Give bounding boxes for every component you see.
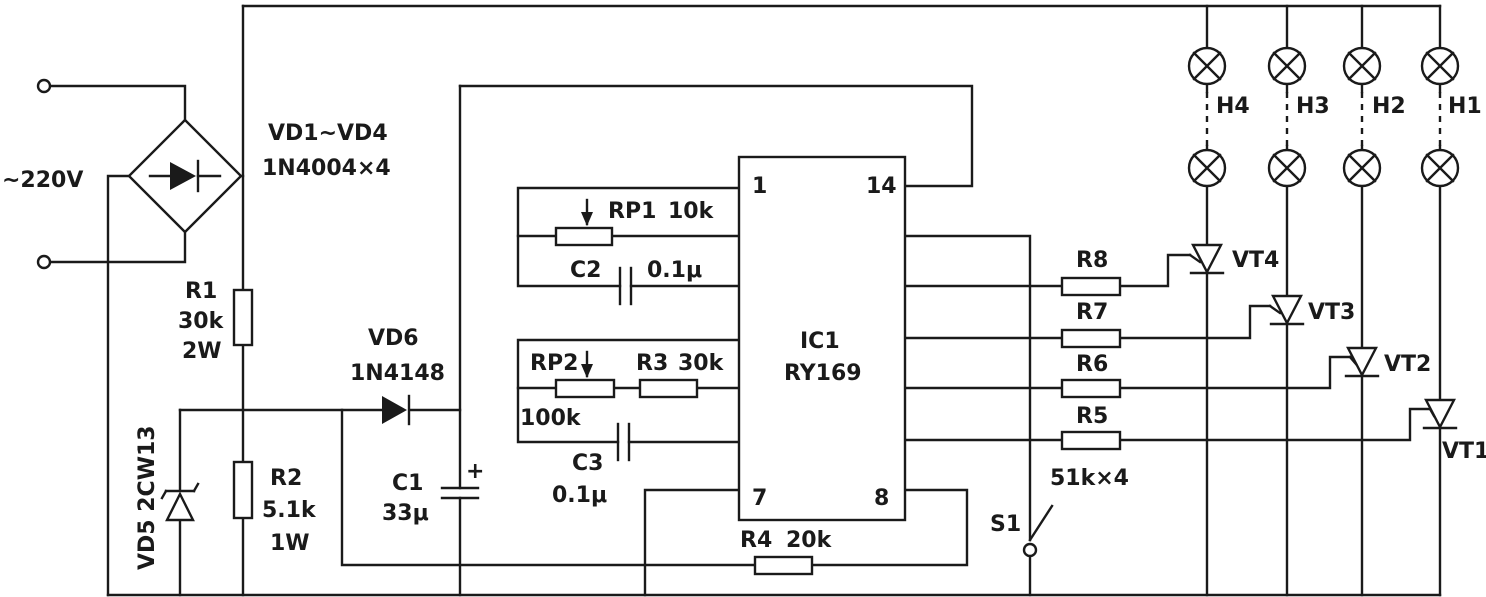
r5-resistor — [1060, 430, 1122, 451]
vd6-diode — [382, 394, 411, 426]
vt1-label: VT1 — [1442, 439, 1486, 464]
vt2-label: VT2 — [1384, 352, 1431, 377]
r8-label: R8 — [1076, 248, 1108, 273]
vd5-zener-diode — [160, 482, 200, 522]
vt3-thyristor — [1268, 294, 1305, 326]
bridge-part-label: 1N4004×4 — [262, 156, 391, 181]
resistor-value-label: 51k×4 — [1050, 466, 1129, 491]
bridge-rectifier — [127, 118, 243, 234]
r3-value-label: 30k — [678, 351, 725, 376]
r2-value-label: 5.1k — [262, 498, 317, 523]
h3-label: H3 — [1296, 94, 1330, 119]
rp2-potentiometer — [554, 364, 616, 399]
rp2-name-label: RP2 — [530, 351, 578, 376]
r4-label-name: R4 — [740, 528, 772, 553]
vt3-label: VT3 — [1308, 300, 1355, 325]
ac-terminal-top — [36, 78, 52, 94]
r4-label-value: 20k — [786, 528, 833, 553]
r7-label: R7 — [1076, 300, 1108, 325]
r1-resistor — [232, 288, 254, 347]
r6-resistor — [1060, 378, 1122, 399]
r2-resistor — [232, 460, 254, 520]
ic1-chip — [737, 155, 907, 522]
s1-switch — [1022, 504, 1054, 558]
vt1-thyristor — [1422, 398, 1458, 430]
ac-terminal-bottom — [36, 254, 52, 270]
c2-value-label: 0.1μ — [647, 258, 702, 283]
r7-resistor — [1060, 328, 1122, 349]
ic1-name-label: IC1 — [800, 329, 840, 354]
c2-name-label: C2 — [570, 258, 601, 283]
rp1-name-label: RP1 — [608, 199, 656, 224]
c1-name-label: C1 — [392, 471, 423, 496]
ic1-pin-1: 1 — [752, 174, 767, 199]
supply-label: ~220V — [2, 168, 83, 193]
lamp-icon — [1342, 46, 1382, 188]
r3-name-label: R3 — [636, 351, 668, 376]
r2-power-label: 1W — [270, 531, 310, 556]
lamp-icon — [1267, 46, 1307, 188]
r5-label: R5 — [1076, 404, 1108, 429]
r6-label: R6 — [1076, 352, 1108, 377]
s1-label: S1 — [990, 512, 1021, 537]
h1-label: H1 — [1448, 94, 1482, 119]
rp2-value-label: 100k — [520, 406, 582, 431]
vd5-label: VD5 2CW13 — [135, 425, 160, 570]
ic1-pin-7: 7 — [752, 486, 767, 511]
c3-value-label: 0.1μ — [552, 483, 607, 508]
vt4-thyristor — [1188, 243, 1225, 275]
vd6-part-label: 1N4148 — [350, 361, 445, 386]
rp1-potentiometer — [554, 212, 614, 247]
r2-name-label: R2 — [270, 466, 302, 491]
vt2-thyristor — [1344, 346, 1380, 378]
lamp-icon — [1187, 46, 1227, 188]
r1-name-label: R1 — [185, 279, 217, 304]
r1-value-label: 30k — [178, 309, 225, 334]
c1-polarity-label: + — [466, 459, 484, 484]
r8-resistor — [1060, 276, 1122, 297]
r4-resistor — [753, 555, 814, 576]
lamp-icon — [1420, 46, 1460, 188]
vt4-label: VT4 — [1232, 248, 1279, 273]
c3-name-label: C3 — [572, 451, 603, 476]
bridge-name-label: VD1~VD4 — [268, 121, 388, 146]
ic1-part-label: RY169 — [784, 361, 862, 386]
h2-label: H2 — [1372, 94, 1406, 119]
c1-capacitor — [440, 486, 480, 500]
ic1-pin-8: 8 — [874, 486, 889, 511]
r1-power-label: 2W — [182, 339, 222, 364]
c1-value-label: 33μ — [382, 501, 429, 526]
c3-capacitor — [616, 422, 631, 462]
vd6-name-label: VD6 — [368, 326, 419, 351]
c2-capacitor — [618, 266, 633, 306]
r3-resistor — [638, 378, 699, 399]
h4-label: H4 — [1216, 94, 1250, 119]
rp1-value-label: 10k — [668, 199, 715, 224]
ic1-pin-14: 14 — [866, 174, 897, 199]
